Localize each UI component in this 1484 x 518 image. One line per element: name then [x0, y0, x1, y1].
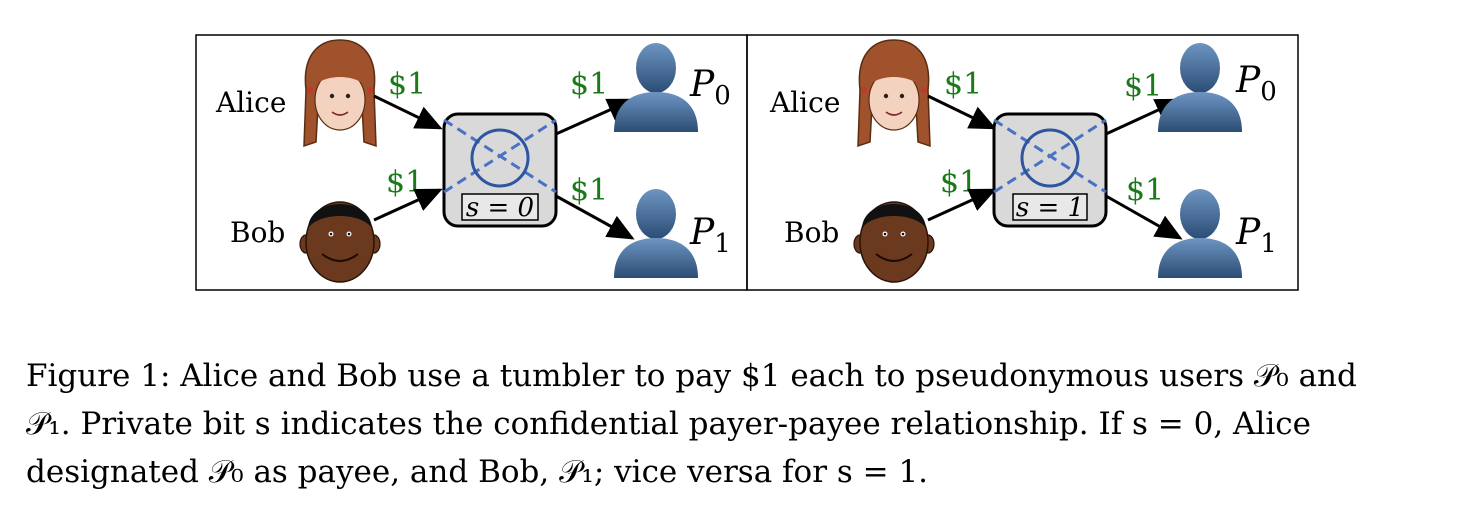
- payee-top-label: P0: [689, 64, 731, 111]
- arrow-out-bottom: [1105, 194, 1183, 240]
- figure-caption: Figure 1: Alice and Bob use a tumbler to…: [26, 352, 1472, 496]
- arrow-bob-in: [373, 188, 443, 222]
- caption-line-2: 𝒫₁. Private bit s indicates the confiden…: [26, 406, 1311, 442]
- panel-left: Alice Bob $1 $1 $1 $1 s = 0 P0 P1: [215, 39, 731, 283]
- payee-top-icon: [614, 43, 698, 132]
- arrow-out-top: [555, 98, 635, 136]
- bob-amount: $1: [386, 165, 424, 200]
- out-amount-top: $1: [570, 67, 608, 102]
- bit-label: s = 0: [466, 193, 534, 223]
- payee-top-icon: [1158, 43, 1242, 132]
- payee-top-label: P0: [1235, 60, 1277, 107]
- panel-frame-right: [746, 34, 1299, 291]
- mixer-circle-icon: [470, 128, 530, 188]
- bob-avatar-icon: [299, 201, 381, 283]
- payee-bottom-label: P1: [689, 212, 731, 259]
- bob-avatar-icon: [853, 201, 935, 283]
- alice-label: Alice: [215, 86, 286, 119]
- arrow-alice-in: [927, 94, 997, 130]
- alice-amount: $1: [944, 67, 982, 102]
- caption-line-3: designated 𝒫₀ as payee, and Bob, 𝒫₁; vic…: [26, 454, 929, 490]
- alice-label: Alice: [769, 86, 840, 119]
- alice-avatar-icon: [303, 39, 377, 147]
- arrow-bob-in: [927, 188, 997, 222]
- caption-line-1: Figure 1: Alice and Bob use a tumbler to…: [26, 358, 1357, 394]
- alice-avatar-icon: [857, 39, 931, 147]
- out-amount-bottom: $1: [570, 173, 608, 208]
- alice-amount: $1: [388, 67, 426, 102]
- arrow-out-bottom: [555, 194, 635, 240]
- tumbler-box: s = 1: [992, 112, 1108, 228]
- panel-right: Alice Bob $1 $1 $1 $1 s = 1 P0 P1: [769, 39, 1277, 283]
- payee-bottom-label: P1: [1235, 212, 1277, 259]
- tumbler-box: s = 0: [442, 112, 558, 228]
- tumbler-figure: Alice Bob $1 $1 $1 $1 s = 0 P0 P1 Alice …: [195, 34, 1299, 291]
- out-amount-bottom: $1: [1126, 173, 1164, 208]
- out-amount-top: $1: [1124, 69, 1162, 104]
- bob-amount: $1: [940, 165, 978, 200]
- arrow-alice-in: [373, 94, 443, 130]
- bob-label: Bob: [784, 216, 839, 249]
- bob-label: Bob: [230, 216, 285, 249]
- mixer-circle-icon: [1020, 128, 1080, 188]
- bit-label: s = 1: [1016, 193, 1084, 223]
